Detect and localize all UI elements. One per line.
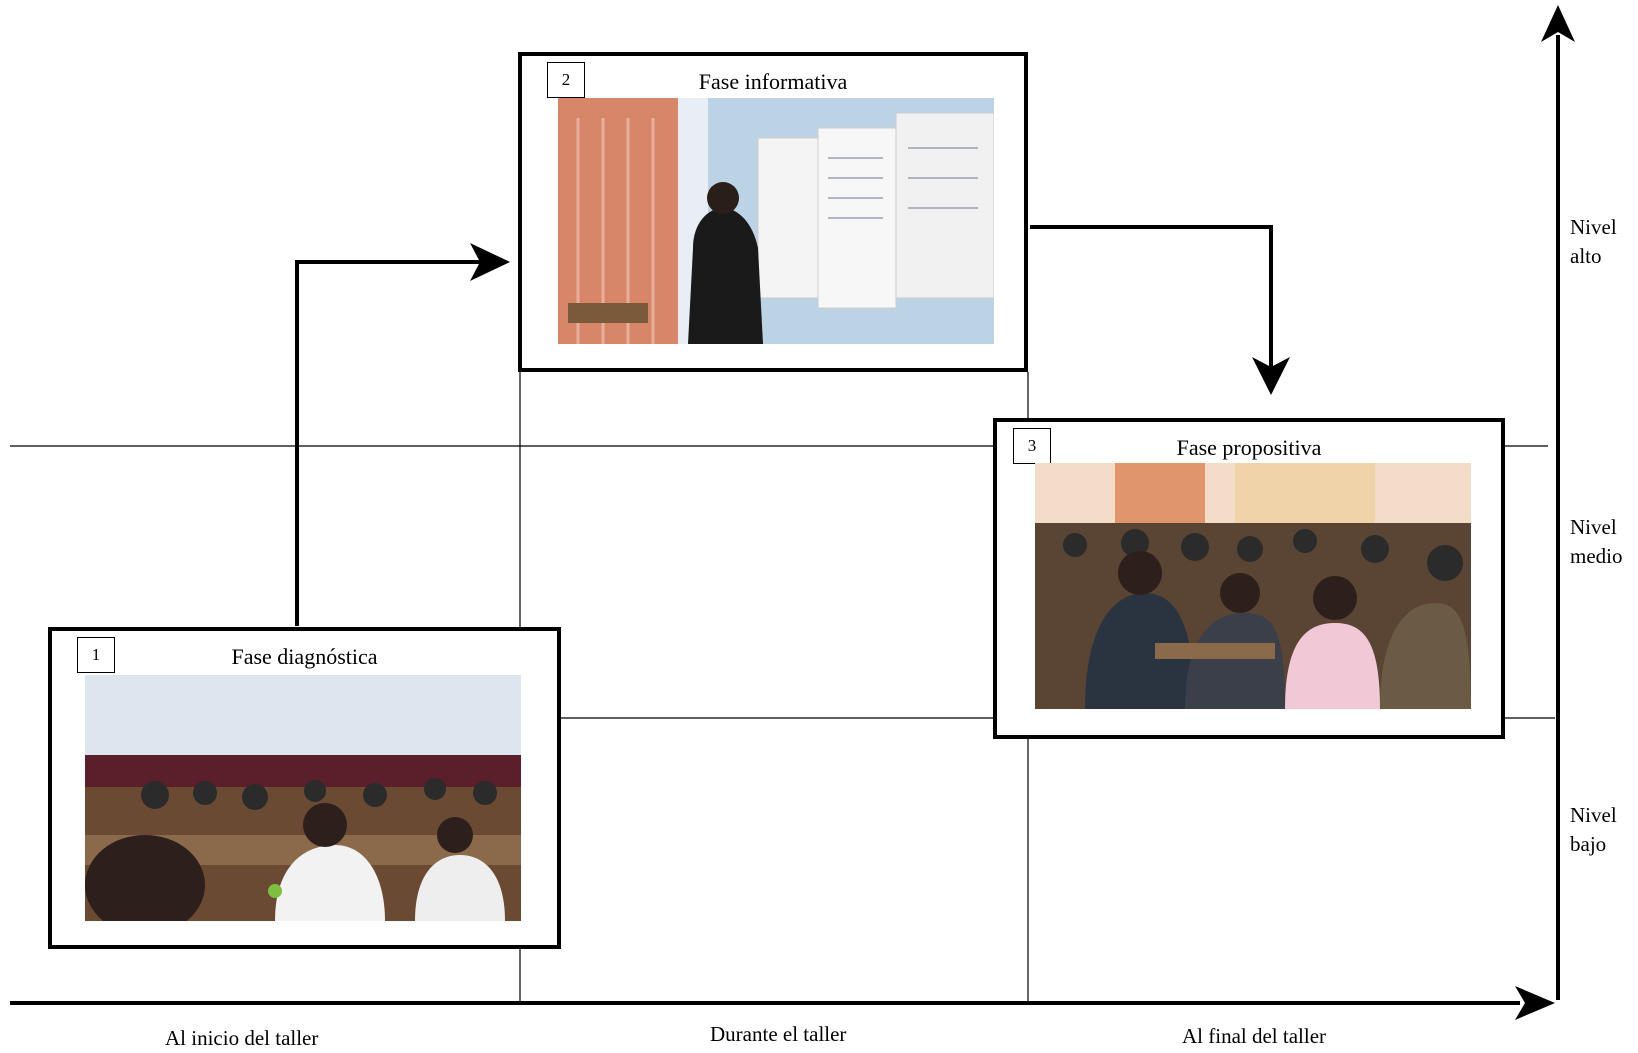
flow-arrowhead-1-to-2 bbox=[470, 243, 510, 281]
group-work-photo bbox=[1035, 463, 1471, 709]
phase-title: Fase diagnóstica bbox=[231, 644, 378, 669]
phase-card-diagnostic: 1 Fase diagnóstica bbox=[48, 627, 561, 949]
y-label-medium-line1: Nivel bbox=[1570, 515, 1617, 539]
y-label-low-line2: bajo bbox=[1570, 832, 1607, 856]
flow-arrow-1-to-2 bbox=[295, 260, 488, 626]
x-label-during: Durante el taller bbox=[710, 1022, 847, 1046]
y-label-medium: Nivel medio bbox=[1570, 513, 1623, 571]
y-label-high: Nivel alto bbox=[1570, 213, 1617, 271]
y-label-medium-line2: medio bbox=[1570, 544, 1623, 568]
y-label-high-line1: Nivel bbox=[1570, 215, 1617, 239]
x-label-start: Al inicio del taller bbox=[165, 1026, 319, 1050]
y-label-high-line2: alto bbox=[1570, 244, 1602, 268]
flow-arrowhead-2-to-3 bbox=[1252, 357, 1290, 395]
phase-number-badge: 1 bbox=[77, 637, 115, 673]
classroom-photo bbox=[85, 675, 521, 921]
flow-arrow-2-to-3 bbox=[1030, 225, 1273, 375]
y-label-low-line1: Nivel bbox=[1570, 803, 1617, 827]
x-label-end: Al final del taller bbox=[1182, 1024, 1327, 1048]
phase-number-badge: 3 bbox=[1013, 428, 1051, 464]
phase-title: Fase propositiva bbox=[1176, 435, 1322, 460]
y-label-low: Nivel bajo bbox=[1570, 801, 1617, 859]
phase-card-informative: 2 Fase informativa bbox=[518, 52, 1028, 372]
x-axis-arrowhead bbox=[1515, 986, 1555, 1020]
presentation-photo bbox=[558, 98, 994, 344]
phase-title: Fase informativa bbox=[698, 69, 848, 94]
y-axis-arrowhead bbox=[1541, 5, 1575, 42]
phase-card-propositive: 3 Fase propositiva bbox=[993, 418, 1505, 739]
phase-number-badge: 2 bbox=[547, 62, 585, 98]
